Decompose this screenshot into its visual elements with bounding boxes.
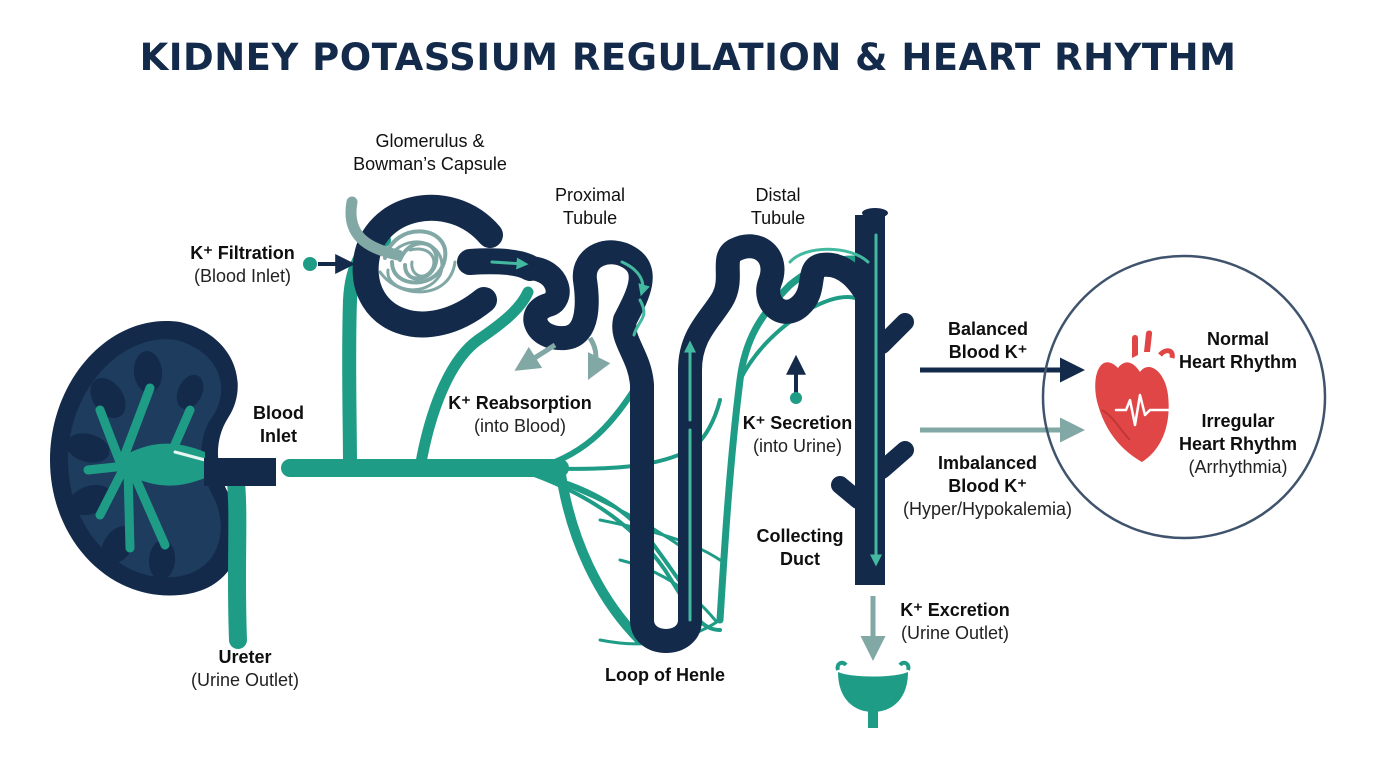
label-imbalanced-blood-k: Imbalanced Blood K⁺ (Hyper/Hypokalemia) bbox=[902, 453, 1073, 519]
label-k-secretion: K⁺ Secretion (into Urine) bbox=[742, 413, 853, 456]
label-k-reabsorption: K⁺ Reabsorption (into Blood) bbox=[448, 393, 592, 436]
heart-icon bbox=[1095, 330, 1175, 462]
label-k-filtration: K⁺ Filtration (Blood Inlet) bbox=[190, 243, 295, 286]
bladder-icon bbox=[835, 660, 911, 728]
k-reabsorption-arrows bbox=[514, 336, 611, 381]
label-irregular-heart-rhythm: Irregular Heart Rhythm (Arrhythmia) bbox=[1178, 411, 1298, 477]
k-secretion-arrow bbox=[786, 354, 806, 404]
label-loop-of-henle: Loop of Henle bbox=[605, 665, 725, 685]
label-balanced-blood-k: Balanced Blood K⁺ bbox=[947, 319, 1029, 362]
tubule-flow-lines bbox=[490, 233, 882, 622]
page-title: KIDNEY POTASSIUM REGULATION & HEART RHYT… bbox=[139, 36, 1237, 79]
label-normal-heart-rhythm: Normal Heart Rhythm bbox=[1178, 329, 1298, 372]
label-proximal-tubule: Proximal Tubule bbox=[554, 185, 625, 228]
label-distal-tubule: Distal Tubule bbox=[750, 185, 806, 228]
nephron-tubule bbox=[352, 194, 914, 653]
kidney-icon bbox=[50, 321, 276, 649]
label-ureter: Ureter (Urine Outlet) bbox=[190, 647, 300, 690]
label-collecting-duct: Collecting Duct bbox=[756, 526, 844, 569]
k-filtration-arrow bbox=[303, 254, 356, 274]
heart-rhythm-circle bbox=[1041, 254, 1327, 540]
label-blood-inlet: Blood Inlet bbox=[253, 403, 304, 446]
label-glomerulus: Glomerulus & Bowman’s Capsule bbox=[353, 131, 507, 174]
glomerulus-icon bbox=[345, 196, 457, 294]
label-k-excretion: K⁺ Excretion (Urine Outlet) bbox=[900, 600, 1010, 643]
